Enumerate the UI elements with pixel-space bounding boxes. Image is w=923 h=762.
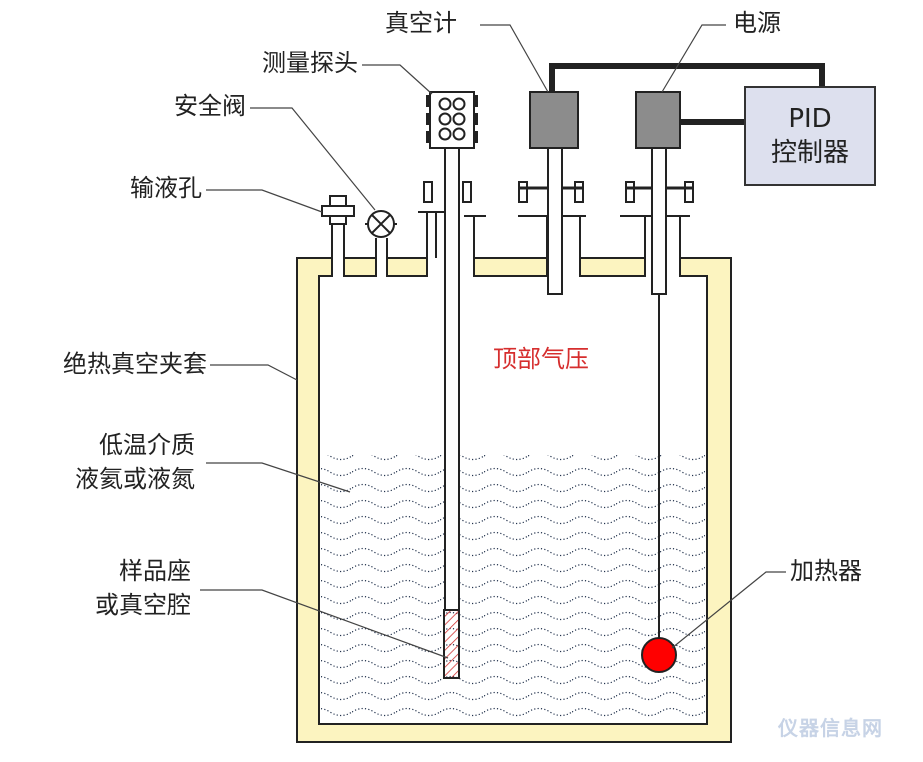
label-heater: 加热器	[790, 557, 862, 585]
control-cables	[549, 63, 825, 125]
label-safety-valve: 安全阀	[174, 92, 246, 120]
pid-controller-line1: PID	[788, 104, 832, 134]
label-probe: 测量探头	[262, 49, 358, 77]
cryogenic-liquid	[321, 455, 705, 722]
label-sample-line2: 或真空腔	[95, 591, 191, 619]
flange-clamps	[418, 181, 694, 217]
sample-holder	[443, 609, 460, 679]
power-supply	[635, 91, 681, 295]
fill-port	[321, 195, 355, 225]
measurement-probe	[426, 91, 478, 611]
label-medium-line2: 液氦或液氮	[75, 465, 195, 493]
leader-lines	[200, 24, 786, 659]
pid-controller-line2: 控制器	[770, 138, 849, 168]
heater-element	[641, 637, 677, 673]
label-power-supply: 电源	[733, 9, 781, 37]
label-headspace-pressure: 顶部气压	[493, 345, 589, 373]
label-insulation-jacket: 绝热真空夹套	[63, 350, 207, 378]
vacuum-jacket	[296, 257, 732, 743]
label-vacuum-gauge: 真空计	[385, 9, 457, 37]
vacuum-gauge	[529, 91, 579, 295]
label-sample-line1: 样品座	[119, 557, 191, 585]
label-fill-port: 输液孔	[130, 174, 202, 202]
safety-valve	[365, 210, 397, 238]
watermark: 仪器信息网	[778, 716, 883, 740]
pid-controller: PID 控制器	[744, 86, 876, 186]
label-medium-line1: 低温介质	[99, 431, 195, 459]
